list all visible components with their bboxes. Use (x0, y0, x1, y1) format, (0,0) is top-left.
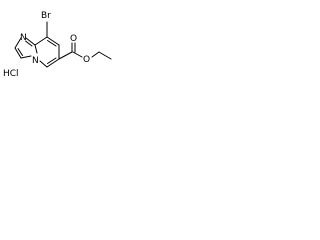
bond-c6-carbonyl (58, 51, 73, 60)
bond-n4-c8a (34, 44, 38, 54)
nitrogen-fused-label: N (32, 56, 39, 66)
bond-c2-c3-double (17, 48, 23, 56)
bond-c8a-n1-double (25, 40, 33, 47)
bond-c6-c5-double (47, 57, 57, 64)
bond-c8-c7 (46, 36, 60, 46)
chemical-structure: Br N N O O HCl (3, 11, 112, 79)
bond-c6-c5 (46, 58, 60, 68)
bond-c2-c3 (14, 47, 22, 59)
bond-c8a-n1 (25, 37, 36, 46)
bond-c5-n4 (39, 60, 48, 68)
bond-c8a-c8 (34, 36, 48, 46)
bromine-label: Br (41, 11, 51, 21)
bond-c3-n4 (20, 55, 32, 59)
hcl-salt-label: HCl (3, 69, 19, 79)
bond-carbonyl-ester-o (72, 51, 83, 58)
atom-labels: Br N N O O HCl (3, 11, 90, 79)
bond-ester-o-ch2 (91, 51, 100, 58)
bond-c8-c7-double (47, 40, 57, 47)
bonds (14, 21, 112, 68)
carbonyl-oxygen-label: O (70, 34, 77, 44)
bond-ch2-ch3 (98, 51, 112, 60)
ester-oxygen-label: O (83, 55, 90, 65)
bond-n1-c2 (14, 37, 22, 49)
nitrogen-top-label: N (20, 33, 27, 43)
